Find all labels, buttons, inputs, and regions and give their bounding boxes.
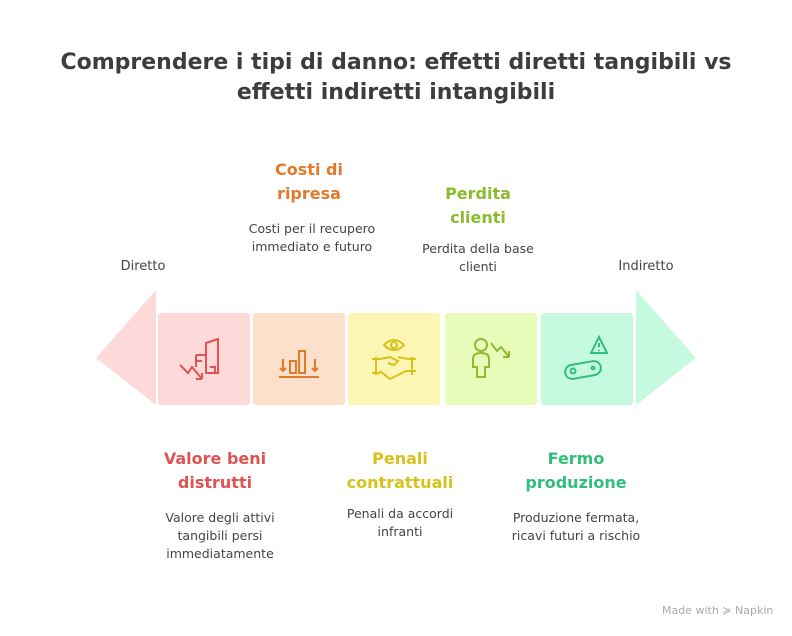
conveyor-warning-icon (564, 334, 609, 380)
stage-box-2 (253, 313, 345, 405)
axis-left-label: Diretto (120, 259, 166, 274)
title-line-1: Comprendere i tipi di danno: effetti dir… (60, 50, 732, 75)
handshake-eye-icon (372, 339, 416, 381)
person-decline-icon (472, 338, 510, 378)
item-title-4: Perdita clienti (445, 184, 511, 227)
building-decline-icon (179, 337, 219, 380)
item-desc-3: Penali da accordi infranti (346, 506, 454, 539)
item-title-5: Fermo produzione (525, 449, 627, 492)
diagram-title: Comprendere i tipi di danno: effetti dir… (0, 48, 792, 108)
axis-right-label: Indiretto (618, 259, 674, 274)
item-desc-2: Costi per il recupero immediato e futuro (248, 221, 376, 254)
stage-box-4 (445, 313, 537, 405)
title-line-2: effetti indiretti intangibili (236, 80, 556, 105)
bar-chart-down-icon (279, 350, 319, 378)
stage-box-1 (158, 313, 250, 405)
arrow-right-head (636, 290, 696, 405)
arrow-left-head (96, 290, 156, 405)
item-desc-5: Produzione fermata, ricavi futuri a risc… (511, 510, 641, 543)
napkin-footer[interactable]: Made with ≽ Napkin (662, 604, 774, 617)
item-desc-1: Valore degli attivi tangibili persi imme… (165, 510, 275, 561)
stage-box-5 (541, 313, 633, 405)
item-title-1: Valore beni distrutti (163, 449, 267, 492)
item-desc-4: Perdita della base clienti (422, 241, 534, 274)
item-title-3: Penali contrattuali (346, 449, 454, 492)
stage-box-3 (348, 313, 440, 405)
item-title-2: Costi di ripresa (275, 160, 343, 203)
